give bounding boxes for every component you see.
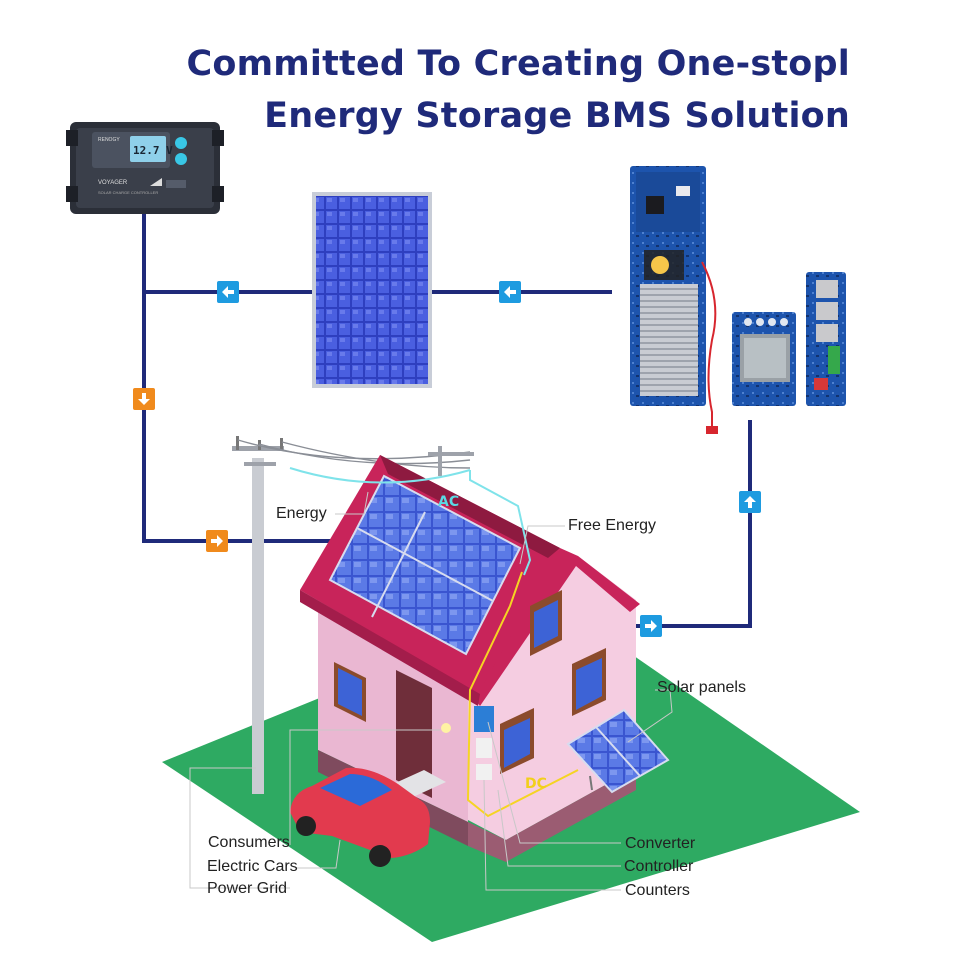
bms-display-module [732,312,796,406]
arrow-up [739,491,761,513]
consumers-label: Consumers [208,834,290,851]
controller-button-1 [175,137,187,149]
power-grid-label: Power Grid [207,880,288,897]
counters-label: Counters [625,882,690,899]
lcd-screen [130,136,166,162]
ac-flow-line [289,467,532,576]
controller-button-2 [175,153,187,165]
ground-solar-panel [566,708,670,794]
ac-label: AC [438,494,460,510]
controller-label: Controller [624,858,694,875]
arrow-left-2 [499,281,521,303]
arrow-right-orange [206,530,228,552]
controller-display-value: 12.7 V [133,144,173,157]
leader-lines [189,491,673,891]
controller-box [476,738,492,758]
title-line-2: Energy Storage BMS Solution [264,96,850,136]
energy-label: Energy [276,505,327,522]
bms-comm-board [806,272,846,406]
arrow-left-1 [217,281,239,303]
title-line-1: Committed To Creating One-stopl [186,44,850,84]
counters-box [476,764,492,780]
solar-panels-label: Solar panels [657,679,746,696]
solar-charge-controller: RENOGY 12.7 V VOYAGER SOLAR CHARGE CONTR… [66,122,224,214]
controller-brand: RENOGY [98,137,120,143]
free-energy-label: Free Energy [568,517,657,534]
pole-right [428,446,474,476]
electric-car [290,767,430,867]
arrow-down [133,388,155,410]
electric-cars-label: Electric Cars [207,858,298,875]
controller-subtitle: SOLAR CHARGE CONTROLLER [98,190,158,195]
dc-label: DC [525,776,547,792]
light-bulb-icon [441,723,451,733]
controller-to-house-line [142,212,372,543]
solar-panel-top [312,192,432,388]
converter-box [474,706,494,732]
bms-board [630,166,718,434]
controller-model: VOYAGER [98,180,128,186]
arrow-right-blue [640,615,662,637]
house [300,455,640,862]
converter-label: Converter [625,835,696,852]
dc-flow-line [466,571,579,818]
